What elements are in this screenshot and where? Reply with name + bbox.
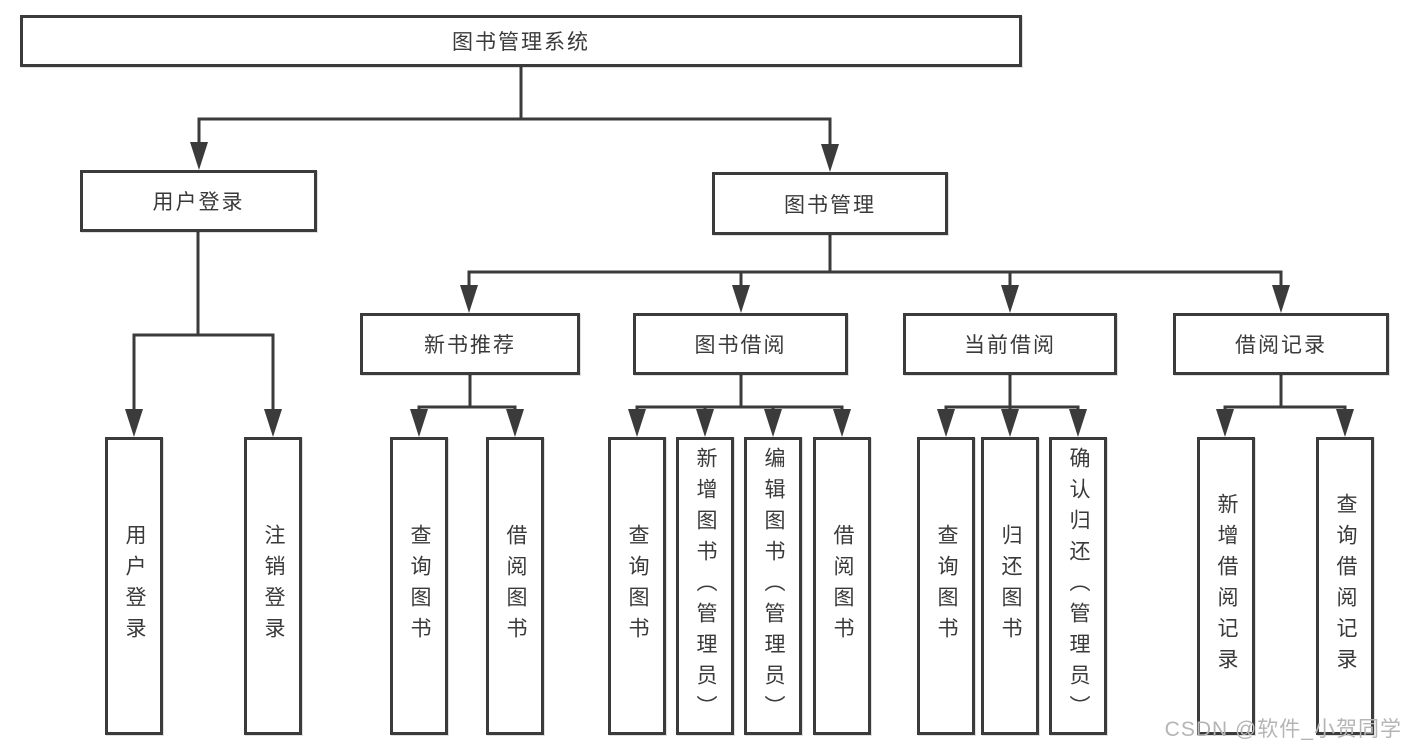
node-label: 确认归还（管理员）	[1067, 446, 1091, 726]
node-label: 新增借阅记录	[1215, 493, 1239, 679]
node-label: 编辑图书（管理员）	[762, 446, 786, 726]
leaf-edit-books-admin: 编辑图书（管理员）	[744, 437, 802, 735]
node-label: 查询借阅记录	[1334, 493, 1358, 679]
leaf-current-query-books: 查询图书	[917, 437, 975, 735]
leaf-query-borrow-record: 查询借阅记录	[1316, 437, 1374, 735]
leaf-borrowing-borrow-books: 借阅图书	[813, 437, 871, 735]
node-label: 图书管理系统	[452, 31, 590, 54]
leaf-recommend-query-books: 查询图书	[390, 437, 448, 735]
node-label: 当前借阅	[964, 334, 1056, 357]
csdn-watermark: CSDN @软件_小贺同学	[1164, 718, 1402, 741]
leaf-add-books-admin: 新增图书（管理员）	[676, 437, 734, 735]
node-label: 查询图书	[408, 524, 432, 648]
leaf-confirm-return-admin: 确认归还（管理员）	[1049, 437, 1107, 735]
node-label: 注销登录	[262, 524, 286, 648]
node-label: 用户登录	[152, 191, 245, 214]
node-label: 归还图书	[999, 524, 1023, 648]
node-book-management: 图书管理	[712, 172, 948, 235]
leaf-borrowing-query-books: 查询图书	[608, 437, 666, 735]
node-label: 用户登录	[123, 524, 147, 648]
leaf-recommend-borrow-books: 借阅图书	[486, 437, 544, 735]
arrowhead-group	[125, 142, 1354, 437]
node-label: 图书借阅	[694, 334, 787, 357]
node-label: 借阅图书	[831, 524, 855, 648]
node-library-management-system: 图书管理系统	[20, 15, 1022, 67]
node-label: 新增图书（管理员）	[694, 446, 718, 726]
node-label: 新书推荐	[424, 334, 516, 357]
node-new-book-recommendation: 新书推荐	[360, 313, 580, 375]
node-label: 借阅图书	[504, 524, 528, 648]
node-borrowing-records: 借阅记录	[1173, 313, 1389, 375]
node-label: 查询图书	[626, 524, 650, 648]
leaf-return-books: 归还图书	[981, 437, 1039, 735]
leaf-logout: 注销登录	[244, 437, 302, 735]
node-book-borrowing: 图书借阅	[633, 313, 848, 375]
leaf-add-borrow-record: 新增借阅记录	[1197, 437, 1255, 735]
leaf-user-login: 用户登录	[105, 437, 163, 735]
node-label: 图书管理	[784, 193, 876, 217]
node-label: 查询图书	[935, 524, 959, 648]
node-label: 借阅记录	[1235, 334, 1327, 357]
node-current-borrowing: 当前借阅	[903, 313, 1117, 375]
node-user-login: 用户登录	[80, 170, 317, 232]
